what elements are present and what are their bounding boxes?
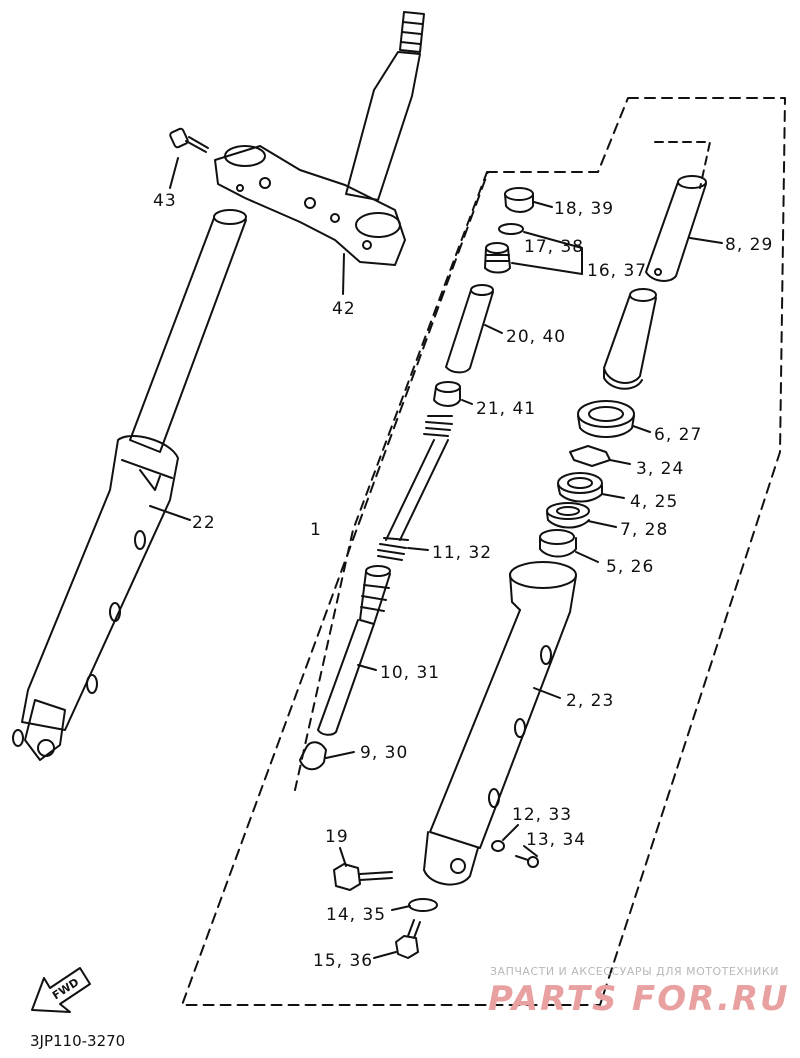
leader-22 (149, 505, 191, 521)
leader-17 (523, 231, 583, 249)
callout-17-38: 17, 38 (524, 237, 584, 257)
outer-tube-2-drawing (423, 561, 577, 886)
watermark: ЗАПЧАСТИ И АКСЕССУАРЫ ДЛЯ МОТОТЕХНИКИ PA… (488, 965, 790, 1019)
leader-3 (609, 459, 631, 465)
callout-8-29: 8, 29 (725, 235, 773, 255)
washer-14-drawing (408, 898, 438, 912)
bushing-5-drawing (539, 529, 577, 558)
leader-5 (575, 551, 599, 563)
washer-12-drawing (491, 840, 505, 852)
callout-10-31: 10, 31 (380, 663, 440, 683)
leader-14 (391, 905, 411, 911)
callout-labels: 43 42 22 1 18, 39 17, 38 16, 37 8, 29 20… (153, 191, 773, 971)
callout-2-23: 2, 23 (566, 691, 614, 711)
leader-18 (533, 201, 553, 208)
leader-10 (357, 664, 377, 671)
leader-19 (339, 847, 347, 867)
outer-tube-outline-dashed (654, 141, 711, 189)
clip-3-drawing (569, 445, 611, 467)
fwd-arrow-icon (31, 967, 91, 1013)
oil-seal-6-drawing (577, 400, 635, 438)
fork-spring-drawing (377, 415, 453, 561)
leader-12 (502, 824, 519, 841)
leader-13 (523, 845, 538, 857)
watermark-brand-left: PARTS (488, 979, 618, 1019)
spring-seat-21-drawing (433, 381, 461, 407)
callout-15-36: 15, 36 (313, 951, 373, 971)
callout-7-28: 7, 28 (620, 520, 668, 540)
leader-43 (169, 157, 179, 189)
callout-22: 22 (192, 513, 216, 533)
leader-16 (511, 262, 583, 275)
callout-18-39: 18, 39 (554, 199, 614, 219)
fork-tube-8-drawing (603, 175, 707, 390)
callout-12-33: 12, 33 (512, 805, 572, 825)
callout-3-24: 3, 24 (636, 459, 684, 479)
diagram-code: 3JP110-3270 (30, 1032, 125, 1050)
leader-4 (601, 493, 625, 499)
callout-20-40: 20, 40 (506, 327, 566, 347)
screw-13-drawing (515, 855, 539, 868)
leader-8 (689, 237, 723, 244)
callout-13-34: 13, 34 (526, 830, 586, 850)
callout-5-26: 5, 26 (606, 557, 654, 577)
callout-19: 19 (325, 827, 349, 847)
watermark-brand-right: FOR.RU (632, 979, 790, 1019)
leader-20 (484, 324, 503, 334)
damper-lock-9-drawing (299, 741, 327, 771)
bolt-43-drawing (169, 127, 209, 153)
subassembly-outline-dashed (294, 171, 488, 791)
leader-11 (407, 547, 429, 551)
callout-14-35: 14, 35 (326, 905, 386, 925)
leader-7 (587, 520, 617, 528)
assembly-outline-dashed (181, 97, 786, 1006)
o-ring-17-drawing (498, 223, 524, 235)
washer-4-drawing (557, 472, 603, 503)
fwd-label: FWD (50, 976, 81, 1003)
bushing-7-drawing (546, 502, 590, 529)
callout-11-32: 11, 32 (432, 543, 492, 563)
callout-42: 42 (332, 299, 356, 319)
callout-6-27: 6, 27 (654, 425, 702, 445)
damper-rod-10-drawing (317, 565, 391, 736)
leader-2 (533, 687, 561, 699)
bolt-15-drawing (395, 919, 421, 959)
callout-16-37: 16, 37 (587, 261, 647, 281)
callout-43: 43 (153, 191, 177, 211)
leader-6 (632, 425, 651, 433)
watermark-tagline: ЗАПЧАСТИ И АКСЕССУАРЫ ДЛЯ МОТОТЕХНИКИ (490, 965, 779, 978)
fork-assembly-22-drawing (12, 209, 247, 761)
leader-9 (325, 751, 355, 759)
steering-stem-42-drawing (214, 11, 425, 266)
leader-15 (373, 951, 397, 959)
adjuster-16-drawing (484, 242, 511, 274)
cap-bolt-18-drawing (504, 187, 534, 213)
axle-bolt-19-drawing (333, 863, 393, 891)
leader-21 (461, 399, 473, 405)
spacer-20-drawing (445, 284, 494, 374)
leader-42 (342, 253, 345, 295)
callout-21-41: 21, 41 (476, 399, 536, 419)
callout-9-30: 9, 30 (360, 743, 408, 763)
callout-4-25: 4, 25 (630, 492, 678, 512)
callout-1: 1 (310, 520, 322, 540)
